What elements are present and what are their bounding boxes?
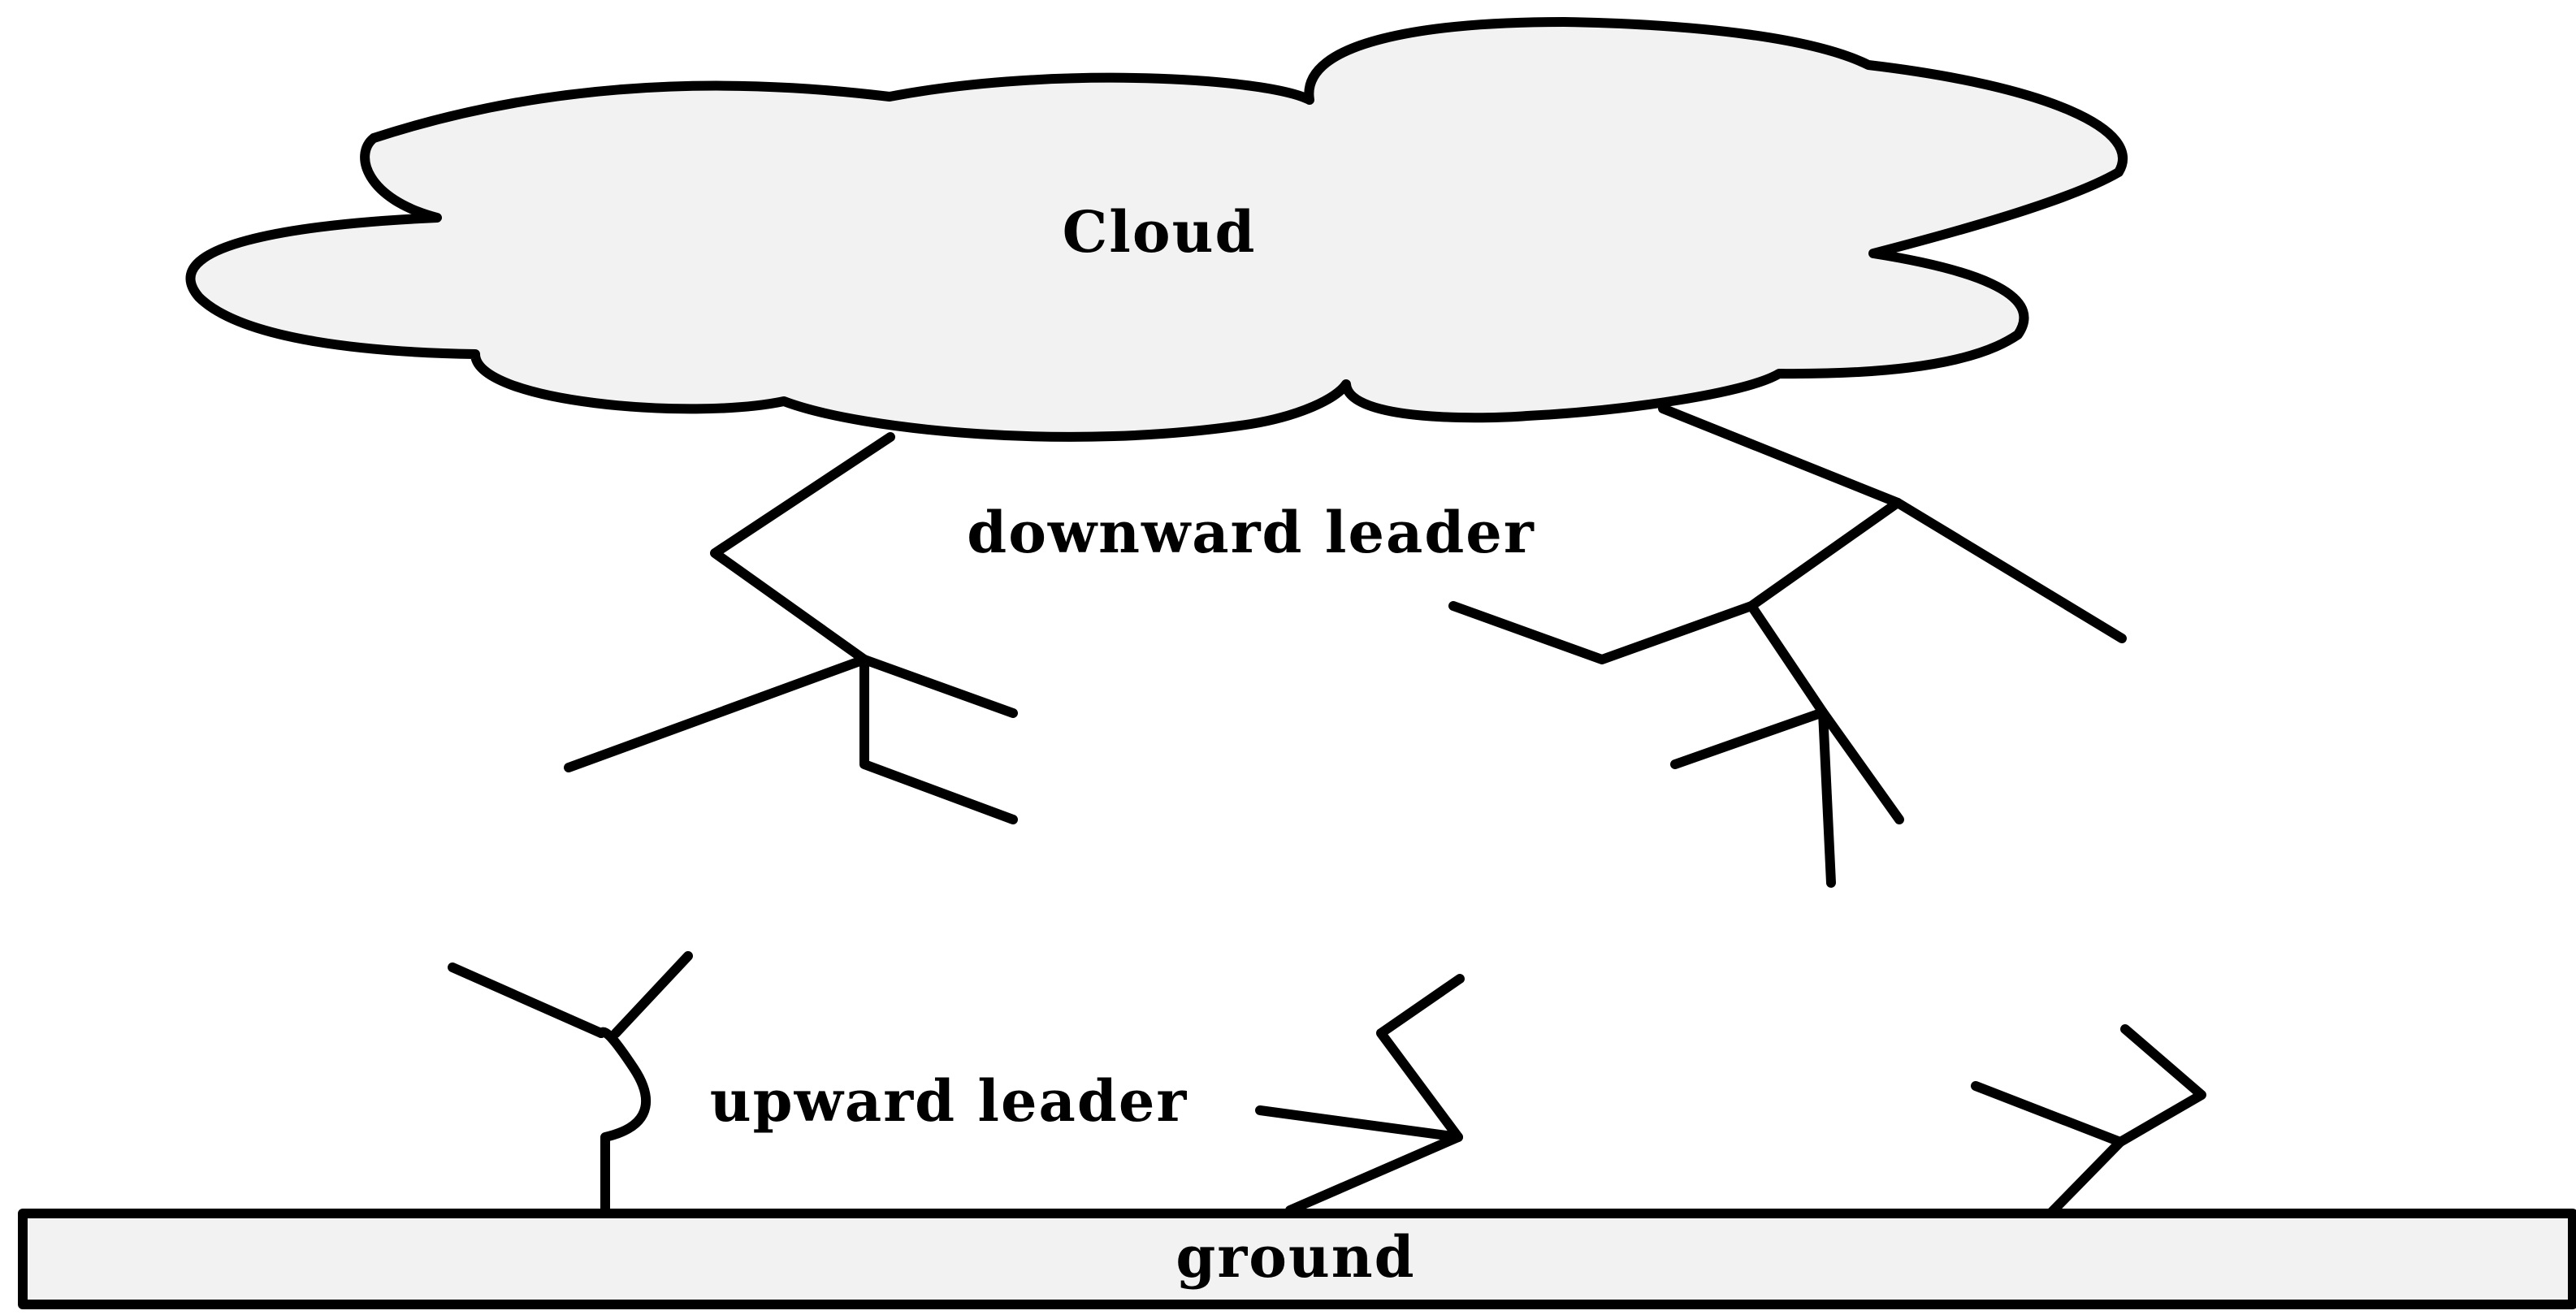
cloud-shape [185, 17, 2128, 442]
cloud: Cloud [185, 17, 2128, 442]
upward-leader-right [1971, 1081, 2125, 1222]
upward-leader-right-branch [2115, 1024, 2206, 1147]
upward-leader-middle [1255, 1105, 1463, 1215]
downward-leader-left-branch-lower [564, 655, 869, 772]
downward-leader-right-tip [1670, 707, 1836, 888]
upward-leader-left [596, 1027, 652, 1215]
downward-leader-left-main [710, 432, 1018, 824]
downward-leader-right-branch [1448, 498, 1903, 664]
upward-leader-middle-branch [1376, 974, 1465, 1142]
ground: ground [18, 1209, 2576, 1309]
downward-leaders: downward leader [564, 404, 2127, 888]
upward-leader-label: upward leader [710, 1067, 1188, 1135]
downward-leader-left-branch-upper [859, 655, 1018, 718]
upward-leaders: upward leader [448, 951, 2206, 1222]
ground-label: ground [1175, 1223, 1415, 1291]
upward-leader-left-branch-b [611, 951, 693, 1038]
cloud-label: Cloud [1063, 198, 1257, 266]
upward-leader-left-branch-a [448, 962, 606, 1038]
downward-leader-right-main [1658, 404, 2127, 643]
downward-leader-label: downward leader [967, 499, 1535, 566]
ground-bar [18, 1209, 2576, 1309]
